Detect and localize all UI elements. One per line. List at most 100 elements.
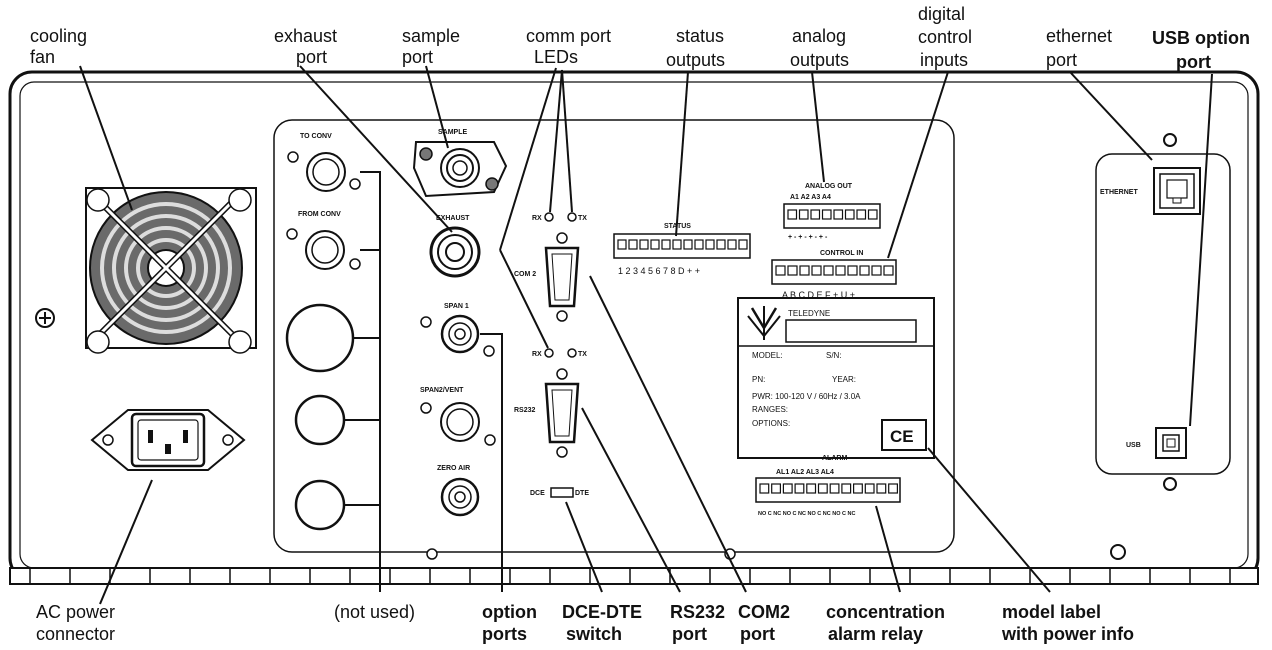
svg-text:control: control xyxy=(918,27,972,47)
svg-text:DCE: DCE xyxy=(530,490,545,497)
callout-not-used: (not used) xyxy=(334,602,415,622)
span1-port: SPAN 1 xyxy=(420,303,495,357)
svg-text:RANGES:: RANGES: xyxy=(752,405,788,414)
terminal-pin xyxy=(817,483,828,494)
terminal-pin xyxy=(798,209,809,220)
status-terminal: STATUS 1 2 3 4 5 6 7 8 D + + xyxy=(613,223,751,276)
svg-text:outputs: outputs xyxy=(666,50,725,70)
svg-text:SPAN2/VENT: SPAN2/VENT xyxy=(420,387,464,394)
svg-text:cooling: cooling xyxy=(30,26,87,46)
terminal-pin xyxy=(811,265,822,276)
svg-text:alarm relay: alarm relay xyxy=(828,624,923,644)
terminal-pin xyxy=(844,209,855,220)
terminal-pin xyxy=(727,239,737,250)
alarm-terminal: ALARM AL1 AL2 AL3 AL4 NO C NC NO C NC NO… xyxy=(755,455,901,517)
callout-status-outputs: status outputs xyxy=(666,26,725,70)
svg-text:digital: digital xyxy=(918,4,965,24)
svg-text:sample: sample xyxy=(402,26,460,46)
callout-model-label-power-info: model label with power info xyxy=(1001,602,1134,644)
callout-analog-outputs: analog outputs xyxy=(790,26,849,70)
svg-text:USB option: USB option xyxy=(1152,28,1250,48)
svg-text:SPAN 1: SPAN 1 xyxy=(444,303,469,310)
svg-text:ALARM: ALARM xyxy=(822,455,847,462)
svg-text:MODEL:: MODEL: xyxy=(752,351,783,360)
svg-text:(not used): (not used) xyxy=(334,602,415,622)
svg-text:YEAR:: YEAR: xyxy=(832,375,856,384)
callout-ethernet-port: ethernet port xyxy=(1046,26,1112,70)
callout-cooling-fan: cooling fan xyxy=(30,26,87,67)
terminal-pin xyxy=(683,239,693,250)
terminal-pin xyxy=(738,239,748,250)
model-label: TELEDYNE MODEL: S/N: PN: YEAR: PWR: 100-… xyxy=(737,297,935,459)
terminal-pin xyxy=(852,483,863,494)
cooling-fan-icon xyxy=(85,187,257,354)
com2-leds: RX TX xyxy=(532,212,587,222)
terminal-pin xyxy=(787,265,798,276)
option-panel xyxy=(1095,133,1231,491)
terminal-pin xyxy=(847,265,858,276)
terminal-pin xyxy=(833,209,844,220)
terminal-pin xyxy=(799,265,810,276)
terminal-pin xyxy=(871,265,882,276)
rs232-connector: RS232 xyxy=(514,368,580,458)
svg-text:analog: analog xyxy=(792,26,846,46)
to-conv-port: TO CONV xyxy=(287,133,361,192)
svg-text:RS232: RS232 xyxy=(514,407,536,414)
svg-text:port: port xyxy=(672,624,707,644)
usb-port: USB xyxy=(1126,427,1187,459)
svg-text:NO C NC NO C NC NO C NC NO C N: NO C NC NO C NC NO C NC NO C NC xyxy=(758,511,856,517)
svg-text:AL1 AL2 AL3 AL4: AL1 AL2 AL3 AL4 xyxy=(776,469,834,476)
svg-text:ANALOG OUT: ANALOG OUT xyxy=(805,183,853,190)
from-conv-port: FROM CONV xyxy=(286,211,361,270)
svg-text:model label: model label xyxy=(1002,602,1101,622)
callout-concentration-alarm-relay: concentration alarm relay xyxy=(826,602,945,644)
svg-text:LEDs: LEDs xyxy=(534,47,578,67)
svg-text:FROM CONV: FROM CONV xyxy=(298,211,341,218)
terminal-pin xyxy=(759,483,770,494)
callout-ac-power-connector: AC power connector xyxy=(36,602,115,644)
terminal-pin xyxy=(617,239,627,250)
svg-text:ports: ports xyxy=(482,624,527,644)
svg-text:DTE: DTE xyxy=(575,490,589,497)
svg-text:fan: fan xyxy=(30,47,55,67)
svg-text:RX: RX xyxy=(532,351,542,358)
svg-text:port: port xyxy=(402,47,433,67)
ethernet-port: ETHERNET xyxy=(1100,167,1201,215)
terminal-pin xyxy=(661,239,671,250)
svg-text:outputs: outputs xyxy=(790,50,849,70)
callout-usb-option-port: USB option port xyxy=(1152,28,1250,72)
com2-connector: COM 2 xyxy=(514,232,580,322)
svg-text:RX: RX xyxy=(532,215,542,222)
callout-com2-port: COM2 port xyxy=(738,602,790,644)
terminal-pin xyxy=(859,265,870,276)
callout-comm-port-leds: comm port LEDs xyxy=(526,26,611,67)
terminal-pin xyxy=(821,209,832,220)
svg-text:S/N:: S/N: xyxy=(826,351,842,360)
svg-text:CONTROL IN: CONTROL IN xyxy=(820,250,863,257)
svg-text:+ - + - + - + -: + - + - + - + - xyxy=(788,234,828,241)
svg-text:AC power: AC power xyxy=(36,602,115,622)
terminal-pin xyxy=(787,209,798,220)
ground-screw-icon xyxy=(35,308,55,328)
svg-text:1 2 3 4 5 6 7 8 D + +: 1 2 3 4 5 6 7 8 D + + xyxy=(618,266,700,276)
svg-text:PWR: 100-120 V / 60Hz / 3.0A: PWR: 100-120 V / 60Hz / 3.0A xyxy=(752,392,861,401)
terminal-pin xyxy=(672,239,682,250)
teledyne-logo-icon xyxy=(747,306,781,340)
span2-vent-port: SPAN2/VENT xyxy=(420,387,496,446)
svg-text:option: option xyxy=(482,602,537,622)
svg-text:ethernet: ethernet xyxy=(1046,26,1112,46)
zero-air-port: ZERO AIR xyxy=(437,465,480,517)
terminal-pin xyxy=(694,239,704,250)
svg-text:switch: switch xyxy=(566,624,622,644)
callout-rs232-port: RS232 port xyxy=(670,602,725,644)
svg-text:with power info: with power info xyxy=(1001,624,1134,644)
callout-digital-control-inputs: digital control inputs xyxy=(918,4,972,70)
svg-text:SAMPLE: SAMPLE xyxy=(438,129,468,136)
terminal-pin xyxy=(650,239,660,250)
terminal-pin xyxy=(856,209,867,220)
svg-text:concentration: concentration xyxy=(826,602,945,622)
ce-mark-icon: CE xyxy=(890,427,914,446)
callout-sample-port: sample port xyxy=(402,26,460,67)
terminal-pin xyxy=(810,209,821,220)
